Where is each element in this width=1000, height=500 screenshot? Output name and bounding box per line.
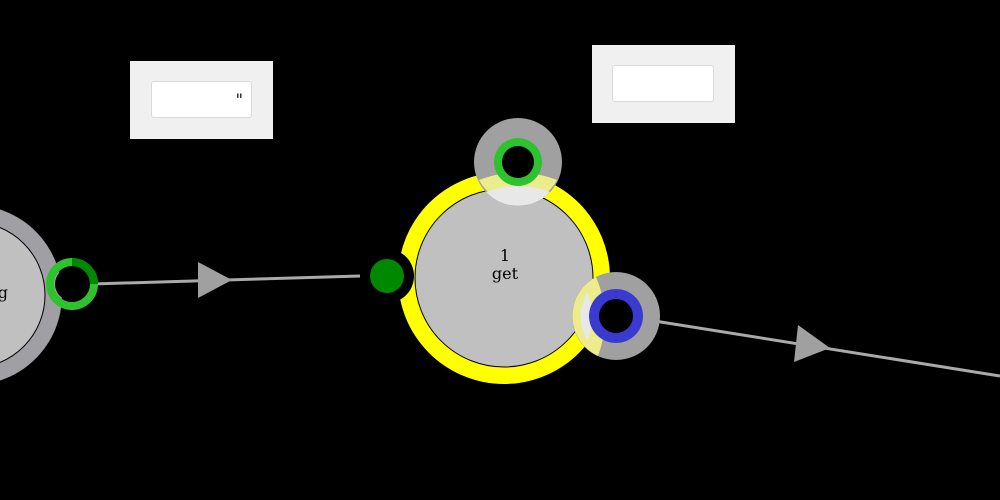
node-left-label: g bbox=[0, 283, 8, 302]
node-center[interactable]: 1 get bbox=[398, 172, 610, 384]
node-center-output-port[interactable] bbox=[572, 272, 660, 360]
node-center-input-port[interactable] bbox=[360, 249, 414, 303]
node-center-label: get bbox=[492, 264, 519, 283]
node-center-number: 1 bbox=[500, 246, 510, 265]
node-center-top-port[interactable] bbox=[474, 118, 562, 206]
node-left-text-input[interactable] bbox=[151, 81, 252, 118]
node-left-input-panel bbox=[130, 61, 273, 139]
edge-arrow-icon bbox=[198, 262, 232, 298]
node-left-output-port[interactable] bbox=[46, 258, 98, 310]
edge-left-to-center[interactable] bbox=[91, 262, 361, 298]
node-center-text-input[interactable] bbox=[612, 65, 714, 102]
edge-center-to-right[interactable] bbox=[641, 317, 1000, 378]
node-left[interactable]: g bbox=[0, 205, 62, 385]
edge-arrow-icon bbox=[794, 325, 830, 362]
node-body bbox=[0, 227, 46, 363]
node-center-input-panel bbox=[592, 45, 735, 123]
